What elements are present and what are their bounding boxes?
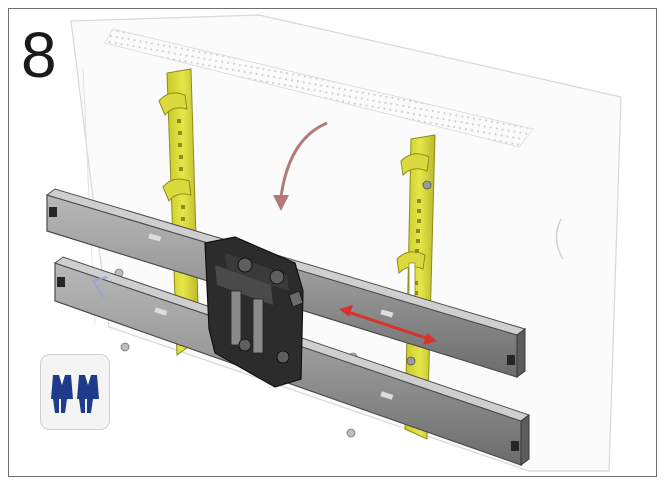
double-arrow-icon [339, 305, 437, 345]
left-wall-bracket [158, 68, 200, 356]
mounting-illustration [45, 14, 622, 472]
vent-grille [104, 28, 534, 148]
right-wall-bracket [396, 134, 436, 440]
curved-arrow-icon [273, 121, 328, 211]
two-people-icon [51, 375, 99, 413]
two-person-badge [40, 354, 110, 430]
tilt-arm-bracket [204, 236, 304, 388]
step-number: 8 [21, 19, 57, 91]
instruction-panel: 8 [8, 8, 657, 477]
